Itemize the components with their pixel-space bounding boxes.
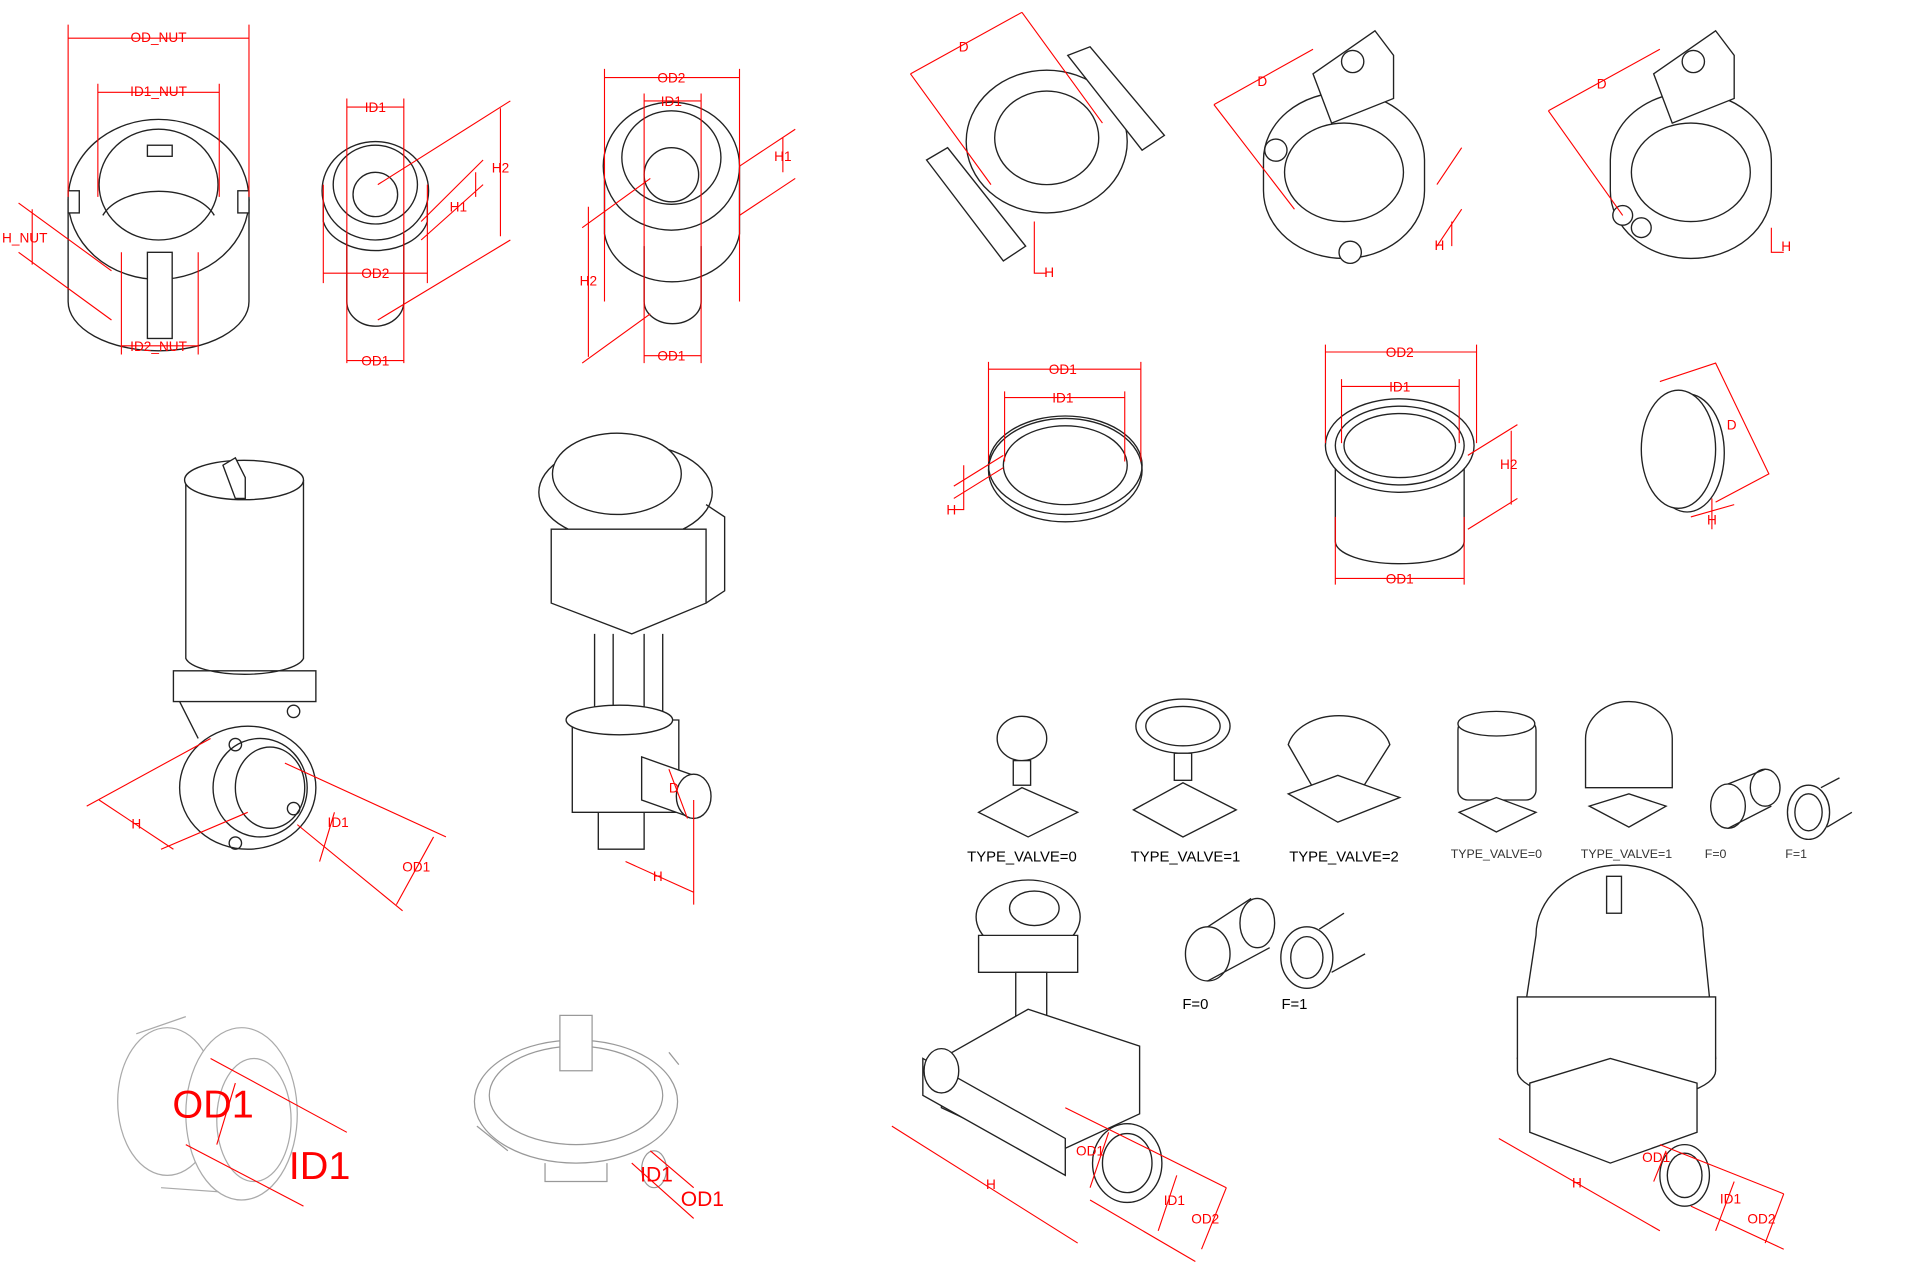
dim-od1: OD1 [361, 354, 389, 369]
dim-od1: OD1 [657, 349, 685, 364]
dim-d: D [1257, 74, 1267, 89]
ferrule-b-drawing: OD2 ID1 H1 H2 OD1 [580, 68, 796, 364]
dim-id1: ID1 [365, 100, 386, 115]
dim-h: H [1044, 265, 1054, 280]
dim-od1: OD1 [1642, 1150, 1670, 1165]
clamp-1-drawing: D H [909, 11, 1166, 280]
dim-od2: OD2 [361, 266, 389, 281]
dim-h: H [1781, 239, 1791, 254]
pneumatic-actuator-icon [1457, 710, 1538, 833]
handwheel-wheel-icon [1132, 698, 1238, 838]
dim-h-nut: H_NUT [2, 231, 47, 246]
dim-od1: OD1 [1076, 1144, 1104, 1159]
dim-id1: ID1 [661, 94, 682, 109]
nut-drawing: OD_NUT ID1_NUT H_NUT ID2_NUT [2, 24, 250, 355]
end-types: F=0 F=1 [1182, 897, 1366, 1013]
pneumatic-dome-icon [1584, 700, 1673, 828]
dim-d: D [1727, 418, 1737, 433]
dim-h: H [1434, 238, 1444, 253]
dim-od1: OD1 [172, 1083, 253, 1127]
variant-label: F=1 [1785, 847, 1807, 861]
dim-h1: H1 [450, 200, 467, 215]
variant-label: TYPE_VALVE=0 [1451, 847, 1542, 861]
ferrule-a-drawing: ID1 H2 H1 OD2 OD1 [321, 98, 511, 369]
fitting-drawing: OD1 ID1 [117, 1016, 351, 1207]
dim-id1: ID1 [1164, 1193, 1185, 1208]
variant-label: TYPE_VALVE=1 [1581, 847, 1672, 861]
dim-od1: OD1 [681, 1188, 724, 1211]
dim-id1: ID1 [640, 1164, 673, 1187]
dim-h2: H2 [580, 274, 597, 289]
dim-d: D [669, 781, 679, 796]
dim-h2: H2 [1500, 457, 1517, 472]
dim-id1: ID1 [289, 1144, 351, 1188]
dim-d: D [1597, 77, 1607, 92]
dim-od2: OD2 [1747, 1211, 1775, 1226]
dim-id1: ID1 [328, 815, 349, 830]
dim-d: D [959, 40, 969, 55]
dim-id2-nut: ID2_NUT [130, 339, 187, 354]
dim-h: H [986, 1177, 996, 1192]
end-label: F=1 [1281, 997, 1307, 1013]
dim-od2: OD2 [1191, 1211, 1219, 1226]
diaphragm-valve-pneumatic-drawing: H OD1 ID1 OD2 [1498, 864, 1785, 1250]
handwheel-knob-icon [977, 715, 1080, 838]
ferrule-c-drawing: OD2 ID1 H2 OD1 [1324, 344, 1518, 586]
dim-h: H [946, 503, 956, 518]
plain-end-icon [1709, 768, 1781, 829]
dim-id1: ID1 [1720, 1192, 1741, 1207]
dim-h: H [1572, 1176, 1582, 1191]
butterfly-valve-drawing: H ID1 OD1 [86, 456, 447, 912]
dim-h: H [653, 869, 663, 884]
flanged-end-icon [1786, 777, 1853, 841]
dim-od1: OD1 [1049, 362, 1077, 377]
end-label: F=0 [1182, 997, 1208, 1013]
variant-label: TYPE_VALVE=2 [1289, 850, 1399, 866]
dim-od2: OD2 [1386, 345, 1414, 360]
sight-glass-drawing: ID1 OD1 [473, 1014, 724, 1219]
dim-od1: OD1 [1386, 571, 1414, 586]
gasket-drawing: OD1 ID1 H [946, 361, 1143, 523]
dim-id1-nut: ID1_NUT [130, 84, 187, 99]
variant-row: TYPE_VALVE=0 TYPE_VALVE=1 TYPE_VALVE=2 T… [967, 698, 1853, 866]
angle-valve-drawing: D H [538, 432, 726, 905]
dim-od1: OD1 [402, 859, 430, 874]
dim-od-nut: OD_NUT [131, 30, 187, 45]
variant-label: F=0 [1705, 847, 1727, 861]
dim-h: H [1707, 512, 1717, 527]
dim-id1: ID1 [1389, 379, 1410, 394]
variant-label: TYPE_VALVE=0 [967, 850, 1077, 866]
clamp-2-drawing: D H [1213, 29, 1463, 265]
diaphragm-valve-manual-drawing: H OD1 ID1 OD2 [891, 879, 1227, 1263]
clamp-3-drawing: D H [1547, 29, 1791, 260]
actuator-cone-icon [1286, 715, 1402, 823]
cap-drawing: D H [1640, 362, 1770, 530]
dim-h: H [131, 816, 141, 831]
dim-h1: H1 [774, 149, 791, 164]
dim-od2: OD2 [657, 71, 685, 86]
dim-id1: ID1 [1052, 391, 1073, 406]
variant-label: TYPE_VALVE=1 [1131, 850, 1241, 866]
dim-h2: H2 [492, 160, 509, 175]
